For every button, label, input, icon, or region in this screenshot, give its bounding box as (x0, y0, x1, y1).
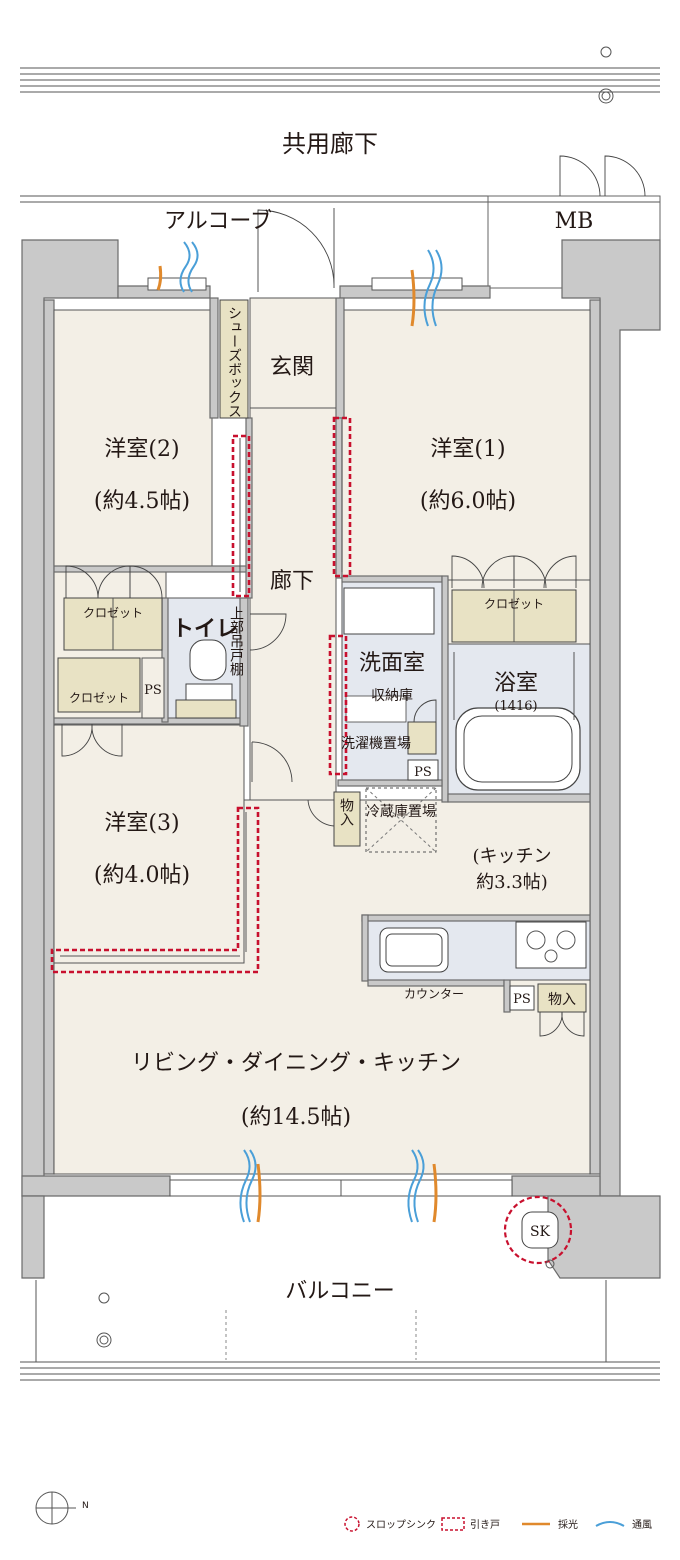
ldk-label: リビング・ダイニング・キッチン (131, 1051, 461, 1076)
entrance-hall (249, 297, 337, 409)
legend-sliding-door: 引き戸 (470, 1519, 500, 1531)
entrance-door[interactable] (257, 209, 335, 292)
alcove-label: アルコーブ (164, 209, 272, 234)
bathtub (455, 707, 581, 791)
monoire-kitchen (537, 983, 587, 1013)
drain-mark-top (600, 46, 612, 58)
kitchen-label: (キッチン (472, 846, 551, 867)
room-2 (53, 309, 213, 571)
north-label: N (82, 1501, 89, 1511)
washroom-label: 洗面室 (359, 651, 425, 676)
ps-label-kitchen: PS (513, 992, 531, 1007)
legend-ventilation: 通風 (632, 1519, 652, 1531)
monoire-kitchen-label: 物入 (548, 992, 576, 1008)
counter-label: カウンター (404, 987, 464, 1001)
entrance-label: 玄関 (270, 355, 314, 380)
toilet-fixture (175, 639, 237, 719)
closet-label-c: クロゼット (484, 597, 544, 611)
room2-size: (約4.5帖) (94, 489, 190, 514)
slop-sink-circle (503, 1195, 573, 1265)
closet-label-a: クロゼット (83, 606, 143, 620)
sink-counter (379, 927, 449, 973)
window-room2 (147, 277, 207, 291)
toilet-label: トイレ (172, 616, 238, 642)
drain-mark-top-2 (598, 88, 614, 104)
closet-label-b: クロゼット (69, 691, 129, 705)
ldk-size: (約14.5帖) (241, 1105, 351, 1130)
shoebox-label: シューズボックス (226, 306, 242, 418)
room3-name: 洋室(3) (104, 811, 179, 836)
corridor-rails (20, 67, 660, 203)
shoebox-cabinet (219, 299, 249, 419)
stove (515, 921, 587, 969)
fridge-space (365, 787, 437, 853)
ps-wash (407, 759, 439, 781)
ps-label-wash: PS (414, 765, 432, 780)
laundry-label: 洗濯機置場 (341, 736, 411, 752)
window-room1 (371, 277, 463, 291)
upper-cabinet-label: 上部吊戸棚 (228, 606, 244, 676)
room1-name: 洋室(1) (430, 437, 505, 462)
wash-basin (343, 587, 435, 635)
hallway-area (249, 407, 337, 829)
ps-kitchen (509, 985, 535, 1011)
north-compass (35, 1491, 76, 1525)
room-3-overlay (53, 724, 245, 964)
inner-walls (53, 297, 591, 1013)
room-1 (341, 309, 591, 581)
room1-size: (約6.0帖) (420, 489, 516, 514)
kitchen-size: 約3.3帖) (476, 872, 548, 893)
mb-label: MB (555, 209, 594, 234)
slop-sink (521, 1211, 559, 1249)
hallway-label: 廊下 (270, 569, 314, 594)
legend: スロップシンク 引き戸 採光 通風 (344, 1516, 652, 1532)
legend-lighting: 採光 (558, 1518, 578, 1531)
balcony-rails (20, 1280, 660, 1381)
washroom-cabinet (407, 721, 437, 755)
bath-size: (1416) (494, 699, 537, 714)
sk-label: SK (530, 1224, 551, 1240)
legend-slop-sink: スロップシンク (366, 1519, 436, 1531)
closet-room3 (57, 657, 141, 713)
bath-label: 浴室 (494, 671, 538, 696)
corridor-label: 共用廊下 (282, 130, 378, 158)
monoire-hall (333, 791, 361, 847)
storage-label: 収納庫 (371, 687, 413, 704)
fridge-label: 冷蔵庫置場 (366, 803, 436, 820)
balcony-label: バルコニー (285, 1279, 395, 1304)
room3-size: (約4.0帖) (94, 863, 190, 888)
sliding-doors (50, 416, 352, 974)
ps-label-toilet: PS (144, 683, 162, 698)
ps-toilet (141, 657, 165, 719)
room2-name: 洋室(2) (104, 437, 179, 462)
monoire-hall-label: 物入 (338, 798, 354, 826)
light-vent-icons (156, 241, 443, 1223)
